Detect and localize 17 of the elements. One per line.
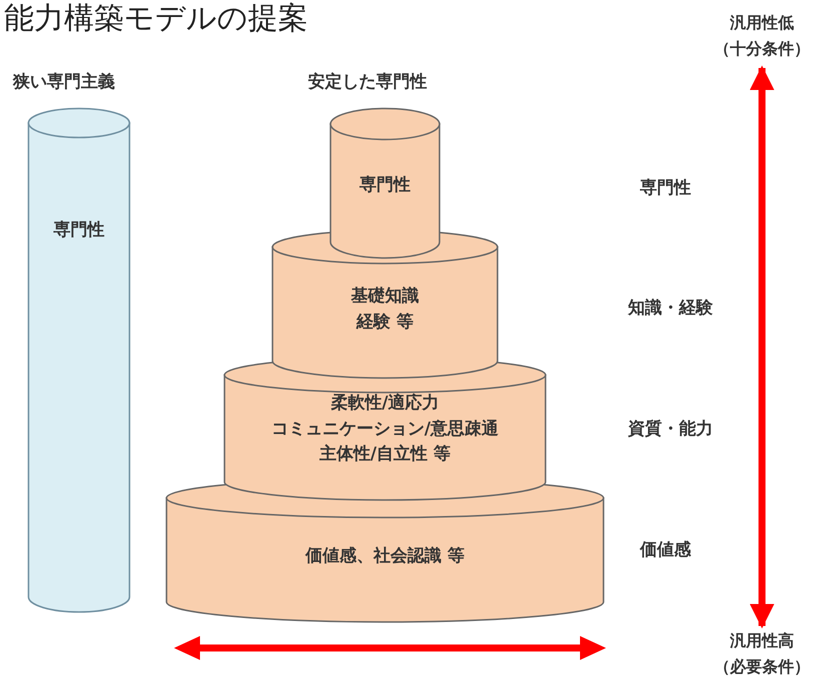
cylinder-label: 主体性/自立性 等 — [318, 443, 452, 466]
level-label: 専門性 — [640, 177, 691, 199]
title: 能力構築モデルの提案 — [4, 0, 308, 38]
cylinder-label: コミュニケーション/意思疎通 — [270, 418, 500, 440]
axis-end-label: 汎用性低（十分条件） — [714, 12, 810, 60]
cylinder-label: 価値感、社会認識 等 — [304, 545, 466, 568]
column-heading: 安定した専門性 — [308, 71, 427, 93]
axis-end-label: 汎用性高（必要条件） — [714, 630, 810, 678]
cylinder-label: 専門性 — [52, 219, 106, 242]
cylinder-label: 基礎知識経験 等 — [350, 285, 420, 334]
column-heading: 狭い専門主義 — [13, 71, 115, 93]
cylinder-label: 柔軟性/適応力 — [330, 392, 440, 415]
double-arrow — [750, 66, 774, 628]
level-label: 価値感 — [640, 539, 691, 561]
level-label: 知識・経験 — [628, 297, 713, 319]
level-label: 資質・能力 — [628, 418, 713, 440]
cylinder-label: 専門性 — [358, 174, 412, 197]
